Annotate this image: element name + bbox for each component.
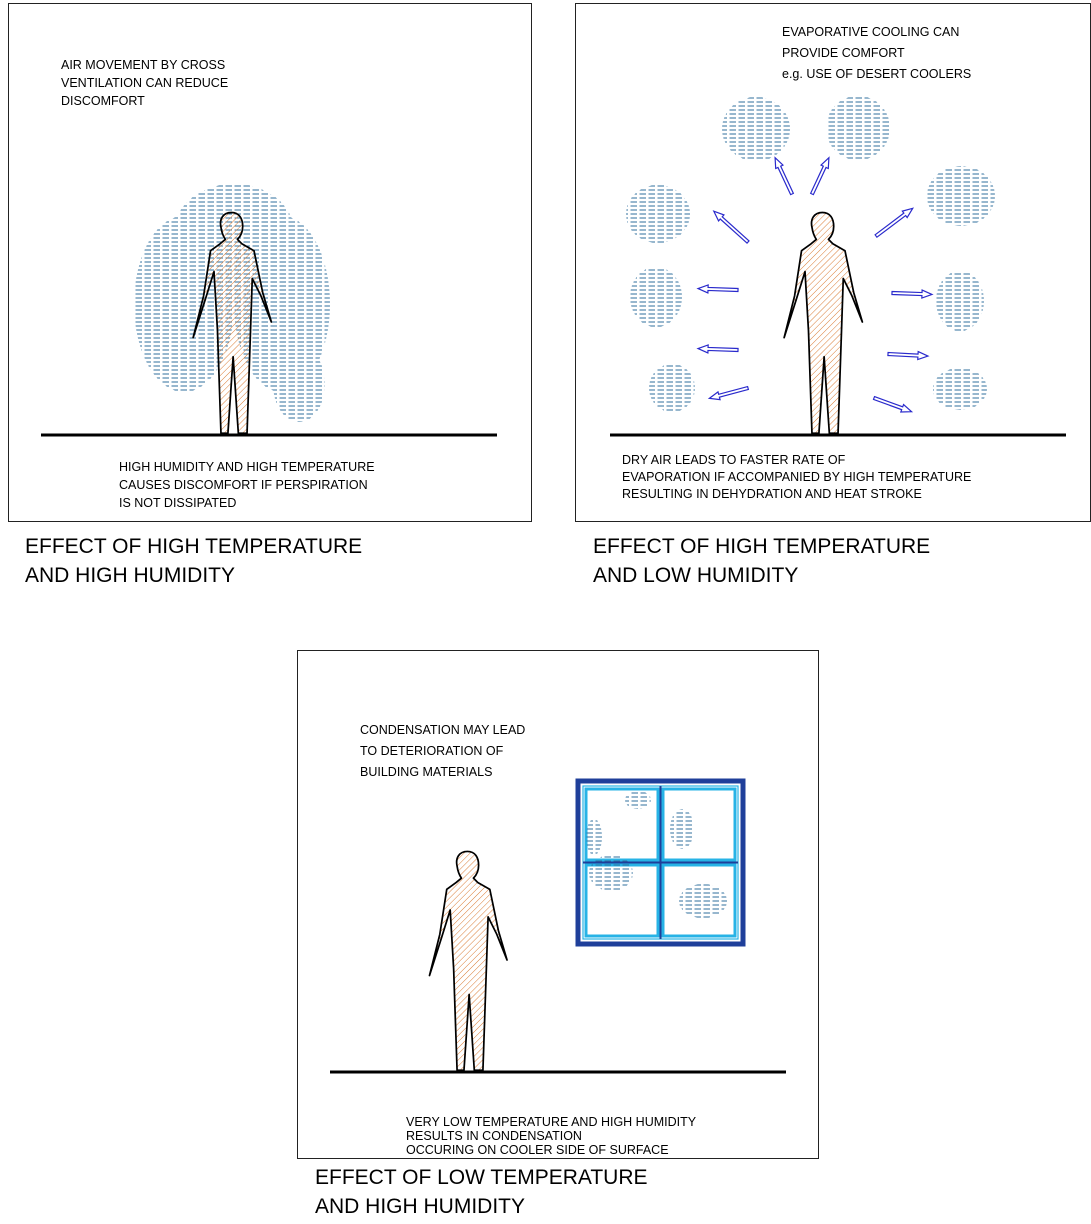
person-figure [430,851,508,1070]
top-note: CONDENSATION MAY LEAD TO DETERIORATION O… [360,720,525,783]
top-note: AIR MOVEMENT BY CROSS VENTILATION CAN RE… [61,56,228,110]
panel-low-temp-high-humidity: CONDENSATION MAY LEAD TO DETERIORATION O… [297,650,819,1159]
bottom-note: DRY AIR LEADS TO FASTER RATE OF EVAPORAT… [622,452,971,503]
caption-panel-3: EFFECT OF LOW TEMPERATURE AND HIGH HUMID… [315,1163,648,1221]
bottom-note: HIGH HUMIDITY AND HIGH TEMPERATURE CAUSE… [119,458,375,512]
panel-high-temp-low-humidity: EVAPORATIVE COOLING CAN PROVIDE COMFORT … [575,3,1091,522]
bottom-note: VERY LOW TEMPERATURE AND HIGH HUMIDITY R… [406,1115,696,1157]
panel-high-temp-high-humidity: AIR MOVEMENT BY CROSS VENTILATION CAN RE… [8,3,532,522]
person-figure [784,212,862,433]
caption-panel-1: EFFECT OF HIGH TEMPERATURE AND HIGH HUMI… [25,532,362,590]
caption-panel-2: EFFECT OF HIGH TEMPERATURE AND LOW HUMID… [593,532,930,590]
top-note: EVAPORATIVE COOLING CAN PROVIDE COMFORT … [782,22,971,85]
